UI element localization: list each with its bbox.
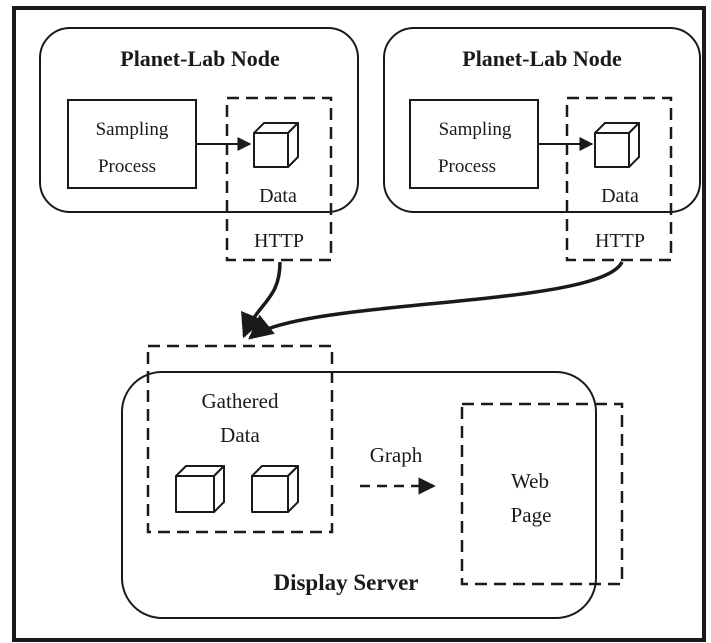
- gathered-data-dashed-box: [146, 344, 334, 534]
- sampling-process-box: [67, 99, 197, 189]
- data-label: Data: [601, 185, 639, 207]
- planet-lab-node-left: Planet-Lab Node Sampling Process Data HT…: [39, 27, 359, 262]
- node-box: [383, 27, 701, 213]
- outer-frame: [12, 6, 706, 642]
- gathered-data-label: Data: [220, 423, 260, 447]
- http-label: HTTP: [254, 230, 304, 252]
- sampling-label: Sampling: [439, 119, 512, 140]
- sampling-label: Sampling: [96, 119, 169, 140]
- web-page-dashed-box: [460, 402, 624, 586]
- data-cube-icon: [175, 465, 225, 513]
- page-label: Page: [511, 503, 552, 527]
- display-server: Gathered Data Graph Web Page Display Ser…: [121, 344, 624, 619]
- process-label: Process: [98, 156, 156, 177]
- node-title: Planet-Lab Node: [120, 46, 280, 71]
- planet-lab-node-right: Planet-Lab Node Sampling Process Data HT…: [383, 27, 701, 262]
- web-label: Web: [511, 469, 549, 493]
- server-box: [121, 371, 597, 619]
- http-to-server-arrow-right: [248, 261, 624, 340]
- server-title: Display Server: [273, 570, 418, 595]
- graph-label: Graph: [370, 443, 423, 467]
- data-cube-icon: [251, 465, 299, 513]
- data-label: Data: [259, 185, 297, 207]
- http-label: HTTP: [595, 230, 645, 252]
- data-cube-icon: [594, 122, 640, 168]
- node-title: Planet-Lab Node: [462, 46, 622, 71]
- gathered-label: Gathered: [202, 389, 279, 413]
- data-cube-icon: [253, 122, 299, 168]
- node-box: [39, 27, 359, 213]
- process-label: Process: [438, 156, 496, 177]
